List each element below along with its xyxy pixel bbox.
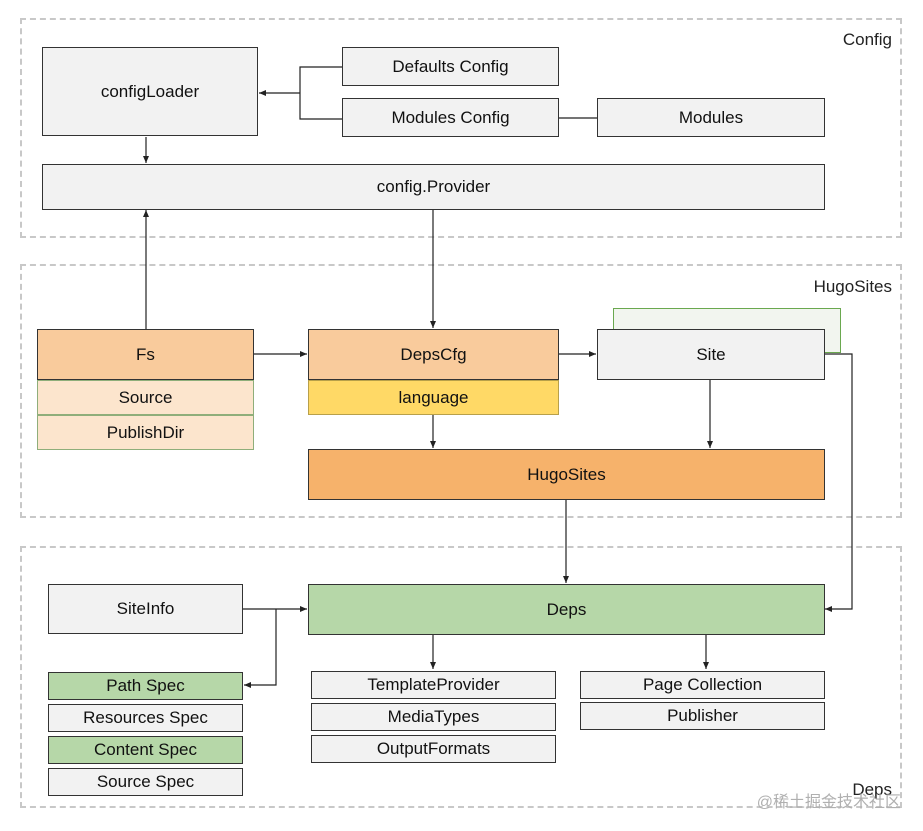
config-merge-line bbox=[299, 66, 342, 120]
language-box: language bbox=[308, 380, 559, 415]
config-group bbox=[20, 18, 902, 238]
fs-box: Fs bbox=[37, 329, 254, 380]
modules-config-box: Modules Config bbox=[342, 98, 559, 137]
deps-group-label: Deps bbox=[852, 780, 892, 799]
arrow-deps-to-pathspec bbox=[244, 609, 277, 688]
source-box: Source bbox=[37, 380, 254, 415]
depscfg-box: DepsCfg bbox=[308, 329, 559, 380]
defaults-config-box: Defaults Config bbox=[342, 47, 559, 86]
page-collection-box: Page Collection bbox=[580, 671, 825, 699]
arrow-site-to-deps bbox=[825, 353, 853, 612]
watermark-text: @稀土掘金技术社区 bbox=[756, 794, 901, 811]
deps-group bbox=[20, 546, 902, 808]
publishdir-box: PublishDir bbox=[37, 415, 254, 450]
site-box: Site bbox=[597, 329, 825, 380]
siteinfo-box: SiteInfo bbox=[48, 584, 243, 634]
publisher-box: Publisher bbox=[580, 702, 825, 730]
config-loader-box: configLoader bbox=[42, 47, 258, 136]
resources-spec-box: Resources Spec bbox=[48, 704, 243, 732]
output-formats-box: OutputFormats bbox=[311, 735, 556, 763]
config-provider-box: config.Provider bbox=[42, 164, 825, 210]
content-spec-box: Content Spec bbox=[48, 736, 243, 764]
template-provider-box: TemplateProvider bbox=[311, 671, 556, 699]
source-spec-box: Source Spec bbox=[48, 768, 243, 796]
deps-box: Deps bbox=[308, 584, 825, 635]
path-spec-box: Path Spec bbox=[48, 672, 243, 700]
config-group-label: Config bbox=[842, 30, 892, 49]
hugosites-group-label: HugoSites bbox=[813, 277, 892, 296]
media-types-box: MediaTypes bbox=[311, 703, 556, 731]
modules-box: Modules bbox=[597, 98, 825, 137]
hugosites-group bbox=[20, 264, 902, 518]
hugosites-box: HugoSites bbox=[308, 449, 825, 500]
